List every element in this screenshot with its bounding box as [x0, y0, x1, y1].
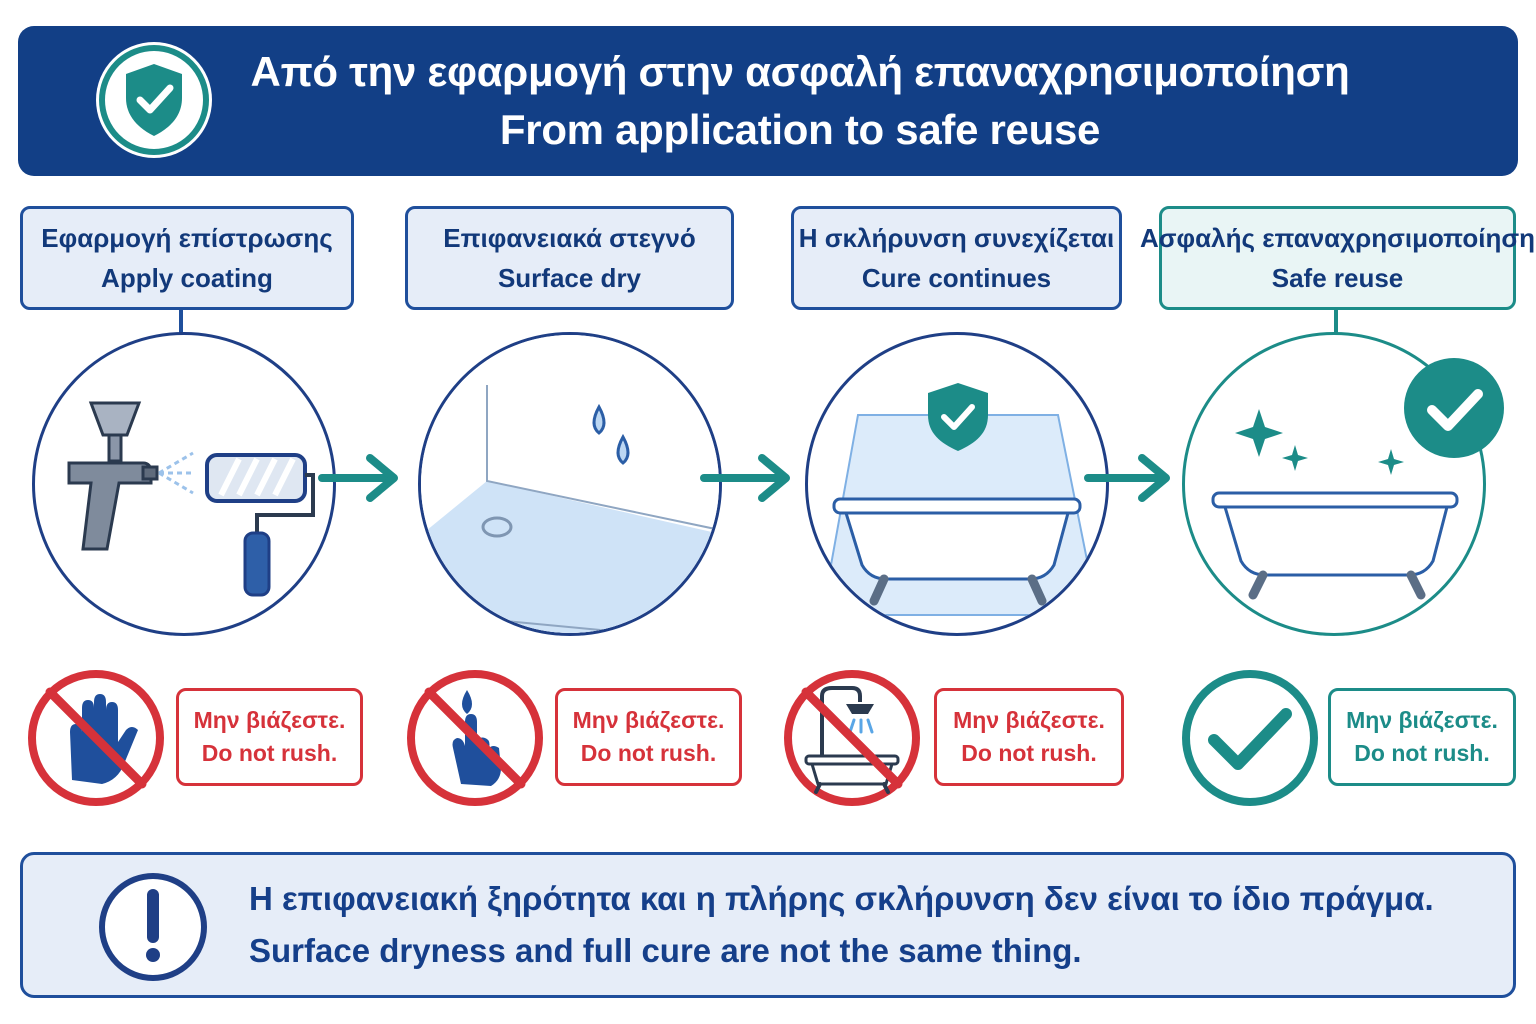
- step-label-safe-reuse: Ασφαλής επαναχρησιμοποίηση Safe reuse: [1140, 206, 1535, 310]
- step-label-greek: Η σκλήρυνση συνεχίζεται: [798, 223, 1115, 253]
- shield-check-icon: [99, 45, 209, 155]
- step-label-apply-coating: Εφαρμογή επίστρωσης Apply coating: [20, 206, 354, 310]
- header-banner: [18, 26, 1518, 176]
- warning-do-not-rush: Μην βιάζεστε. Do not rush.: [555, 688, 742, 786]
- title-greek: Από την εφαρμογή στην ασφαλή επαναχρησιμ…: [250, 48, 1350, 95]
- exclamation-icon: [99, 873, 207, 981]
- step-illustration-apply: [32, 332, 336, 636]
- arrow-right-icon: [1084, 454, 1170, 502]
- curing-bathtub-icon: [820, 383, 1100, 616]
- warning-english: Do not rush.: [201, 740, 338, 766]
- step-label-english: Safe reuse: [1271, 263, 1404, 293]
- note-text: Η επιφανειακή ξηρότητα και η πλήρης σκλή…: [249, 869, 1499, 981]
- warning-greek: Μην βιάζεστε.: [953, 707, 1105, 733]
- no-shower-icon: [784, 670, 920, 806]
- step-label-english: Surface dry: [497, 263, 642, 293]
- header-badge: [96, 42, 212, 158]
- step-label-english: Apply coating: [101, 263, 273, 293]
- no-water-touch-icon: [407, 670, 543, 806]
- arrow-right-icon: [700, 454, 790, 502]
- step-label-greek: Επιφανειακά στεγνό: [443, 223, 696, 253]
- warning-greek: Μην βιάζεστε.: [193, 707, 346, 733]
- page-title: Από την εφαρμογή στην ασφαλή επαναχρησιμ…: [200, 26, 1400, 176]
- note-text-english: Surface dryness and full cure are not th…: [249, 932, 1082, 969]
- warning-english: Do not rush.: [580, 740, 717, 766]
- warning-english: Do not rush.: [961, 740, 1097, 766]
- dry-surface-icon: [421, 335, 719, 633]
- title-english: From application to safe reuse: [499, 106, 1101, 153]
- connector-line: [1334, 310, 1338, 334]
- warning-greek: Μην βιάζεστε.: [1346, 707, 1498, 733]
- check-icon: [1182, 670, 1318, 806]
- warning-english: Do not rush.: [1354, 740, 1490, 766]
- step-illustration-surface-dry: [418, 332, 722, 636]
- step-label-cure-continues: Η σκλήρυνση συνεχίζεται Cure continues: [791, 206, 1122, 310]
- note-text-greek: Η επιφανειακή ξηρότητα και η πλήρης σκλή…: [249, 880, 1434, 917]
- clean-bathtub-icon: [1211, 409, 1459, 600]
- warning-do-not-rush: Μην βιάζεστε. Do not rush.: [1328, 688, 1516, 786]
- no-touch-hand-icon: [28, 670, 164, 806]
- connector-line: [179, 310, 183, 334]
- step-illustration-cure: [805, 332, 1109, 636]
- spray-gun-and-roller-icon: [67, 401, 315, 597]
- step-label-english: Cure continues: [861, 263, 1052, 293]
- warning-do-not-rush: Μην βιάζεστε. Do not rush.: [176, 688, 363, 786]
- arrow-right-icon: [318, 454, 398, 502]
- check-badge-icon: [1404, 358, 1504, 458]
- step-label-surface-dry: Επιφανειακά στεγνό Surface dry: [405, 206, 734, 310]
- warning-greek: Μην βιάζεστε.: [572, 707, 725, 733]
- info-note-box: Η επιφανειακή ξηρότητα και η πλήρης σκλή…: [20, 852, 1516, 998]
- warning-do-not-rush: Μην βιάζεστε. Do not rush.: [934, 688, 1124, 786]
- step-label-greek: Ασφαλής επαναχρησιμοποίηση: [1139, 223, 1536, 253]
- step-label-greek: Εφαρμογή επίστρωσης: [41, 223, 333, 253]
